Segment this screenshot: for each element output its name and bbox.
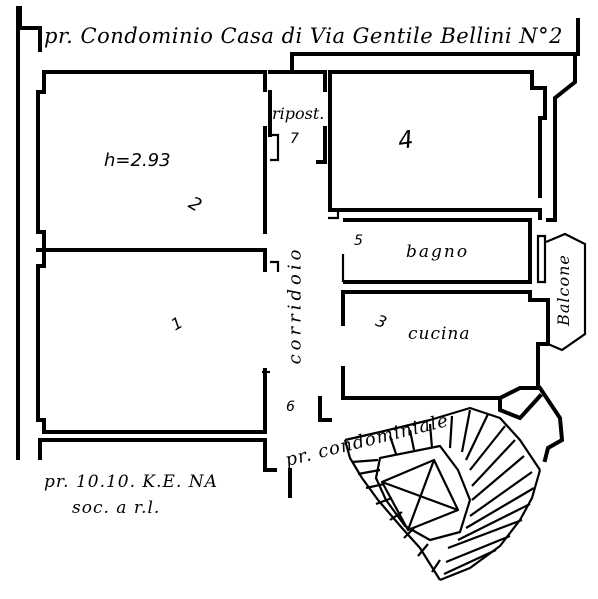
stair-outer-left	[343, 439, 441, 581]
storage-label: ripost.	[272, 104, 325, 123]
room2-left-wall	[36, 248, 267, 434]
kitchen-walls	[341, 290, 550, 400]
bottom-left-boundary	[38, 438, 267, 460]
stair-steps-right	[443, 425, 535, 575]
balcony-outline	[545, 232, 587, 352]
stair-landing-wall	[498, 393, 543, 421]
stair-well	[374, 444, 472, 542]
door-jamb-room2	[270, 260, 280, 272]
room4-outer-wall	[328, 70, 547, 198]
room4-door-jamb	[328, 208, 340, 220]
storage-number-label: 7	[290, 131, 299, 147]
stair-steps-left	[351, 458, 441, 573]
corridor-label: corridoio	[284, 245, 306, 365]
staircase	[343, 406, 542, 582]
top-neighbor-label: pr. Condominio Casa di Via Gentile Belli…	[44, 24, 564, 48]
storage-lower-jamb	[270, 133, 280, 162]
balcony-label: Balcone	[553, 254, 573, 326]
stair-landing-diagonals	[381, 459, 459, 531]
room1-left-wall	[36, 70, 46, 252]
room4-bottom-wall	[328, 208, 542, 220]
top-right-boundary	[290, 18, 580, 74]
corridor-bottom-right	[318, 396, 332, 422]
stair-outer-top	[344, 406, 541, 471]
room1-top-wall	[42, 70, 267, 92]
storage-top-wall	[268, 70, 327, 92]
kitchen-label: cucina	[408, 324, 471, 344]
room1-height-label: h=2.93	[104, 150, 171, 171]
bathroom-window	[536, 234, 547, 284]
stair-steps-top	[388, 409, 489, 461]
bathroom-walls	[343, 218, 532, 284]
stair-outer-right	[439, 469, 542, 582]
storage-right-wall	[316, 126, 327, 164]
room4-number-label: 4	[396, 125, 416, 155]
bottom-left-corner	[263, 438, 277, 472]
top-left-corner-line	[18, 6, 42, 30]
bottom-left-neighbor-label: pr. 10.10. K.E. NA	[44, 472, 218, 492]
bottom-left-neighbor-sublabel: soc. a r.l.	[72, 498, 161, 518]
bathroom-number-label: 5	[354, 233, 363, 249]
rooms-dividing-wall	[42, 248, 267, 272]
right-facade	[546, 56, 577, 222]
right-lower-wall	[537, 385, 565, 463]
bathroom-label: bagno	[406, 242, 470, 262]
corridor-number-label: 6	[286, 399, 295, 415]
